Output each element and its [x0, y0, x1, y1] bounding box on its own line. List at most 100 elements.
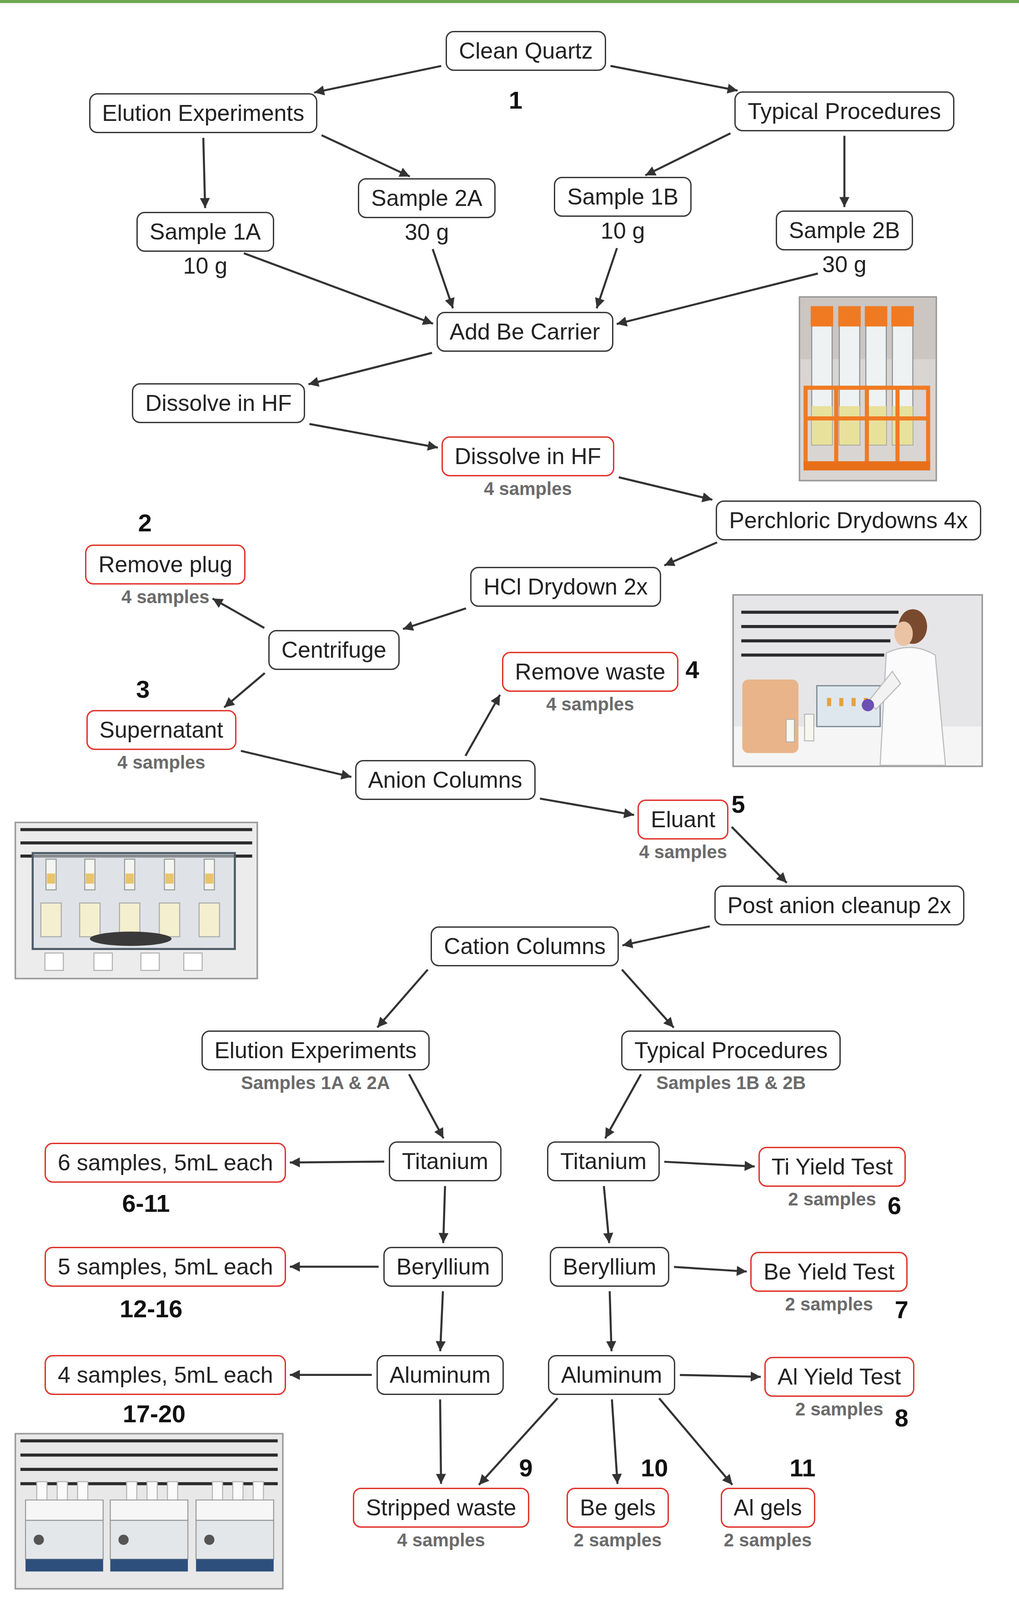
flow-arrow: [377, 969, 428, 1028]
flow-arrow: [673, 1267, 747, 1272]
hot-plate-top: [25, 1500, 274, 1521]
flow-arrow: [440, 1291, 443, 1352]
callout-number: 4: [685, 656, 699, 684]
box-label: Be gels: [579, 1494, 656, 1522]
callout-number: 6: [887, 1192, 902, 1220]
box-label: Post anion cleanup 2x: [727, 892, 952, 920]
bottles: [786, 714, 814, 743]
box-label: Titanium: [401, 1148, 489, 1176]
sample-box: Ti Yield Test2 samples: [758, 1147, 907, 1188]
box-label: Titanium: [560, 1148, 647, 1176]
flow-arrow: [645, 133, 731, 176]
box-note: 2 samples: [573, 1530, 662, 1552]
box-label: Dissolve in HF: [145, 389, 292, 417]
box-label: Beryllium: [396, 1253, 491, 1281]
sample-box: Al Yield Test2 samples: [764, 1357, 914, 1398]
flow-arrow: [664, 1162, 755, 1167]
tube-rack-photo: [799, 296, 937, 481]
flow-arrow: [622, 926, 710, 946]
box-note: 10 g: [600, 218, 645, 244]
tube-cap: [810, 306, 914, 327]
vials: [45, 953, 203, 971]
box-note: Samples 1A & 2A: [240, 1072, 391, 1094]
flow-arrow: [679, 1375, 761, 1378]
acrylic-rack: [32, 853, 236, 950]
sample-box: Be Yield Test2 samples: [750, 1252, 908, 1293]
process-box: Sample 2A30 g: [357, 178, 496, 219]
box-note: 30 g: [404, 219, 449, 246]
sample-box: Eluant4 samples: [637, 799, 729, 840]
box-label: Be Yield Test: [763, 1258, 895, 1286]
box-label: Sample 1A: [149, 218, 262, 246]
box-label: 6 samples, 5mL each: [57, 1149, 273, 1177]
flow-arrow: [610, 65, 738, 91]
rack-frame: [805, 387, 929, 465]
box-note: 4 samples: [638, 841, 727, 863]
sample-box: Remove waste4 samples: [501, 652, 679, 693]
box-note: 4 samples: [117, 752, 206, 774]
flow-arrow: [539, 798, 634, 816]
flow-arrow: [224, 673, 265, 708]
flow-arrow: [409, 1074, 444, 1139]
box-label: Typical Procedures: [634, 1037, 828, 1065]
flow-arrow: [440, 1400, 442, 1485]
process-box: Post anion cleanup 2x: [714, 885, 965, 926]
photo-frame: [15, 822, 258, 979]
box-note: Samples 1B & 2B: [656, 1072, 806, 1094]
box-label: Eluant: [650, 806, 716, 834]
callout-number: 8: [894, 1404, 909, 1432]
callout-number: 11: [789, 1454, 816, 1482]
sample-box: Dissolve in HF4 samples: [441, 436, 615, 477]
process-box: Aluminum: [376, 1355, 504, 1396]
process-box: Add Be Carrier: [436, 311, 614, 352]
rack-base: [90, 932, 172, 947]
callout-number: 3: [135, 675, 150, 703]
box-label: Al Yield Test: [777, 1363, 901, 1391]
callout-number: 6-11: [122, 1189, 171, 1218]
resin: [46, 873, 214, 884]
box-label: Sample 2B: [788, 216, 901, 245]
box-note: 2 samples: [795, 1399, 884, 1421]
flow-arrow: [478, 1398, 558, 1486]
process-box: Cation Columns: [430, 926, 619, 967]
process-box: Perchloric Drydowns 4x: [715, 500, 981, 541]
process-box: Titanium: [547, 1141, 660, 1182]
callout-number: 5: [731, 790, 745, 819]
box-label: Stripped waste: [366, 1494, 517, 1522]
callout-number: 2: [138, 509, 152, 537]
flow-arrow: [659, 1398, 733, 1486]
top-bar: [0, 0, 1019, 4]
box-label: Elution Experiments: [102, 99, 305, 127]
process-box: Aluminum: [547, 1355, 676, 1396]
box-note: 2 samples: [788, 1189, 876, 1210]
box-label: Remove waste: [515, 658, 666, 686]
flow-arrow: [321, 135, 410, 177]
photo-frame: [799, 296, 937, 481]
flow-arrow: [622, 969, 674, 1029]
box-label: Aluminum: [561, 1361, 663, 1390]
box-note: 4 samples: [483, 478, 572, 500]
column-rack-photo: [15, 822, 258, 979]
fume-hood-photo: [732, 595, 983, 767]
box-label: Cation Columns: [443, 933, 606, 961]
flow-arrow: [731, 827, 787, 884]
box-label: Supernatant: [99, 716, 224, 744]
process-box: Sample 2B30 g: [775, 210, 914, 251]
sample-box: Remove plug4 samples: [85, 544, 246, 585]
photo-frame: [15, 1434, 283, 1590]
box-label: Dissolve in HF: [454, 442, 602, 471]
face: [894, 621, 913, 647]
photo-frame: [732, 595, 983, 767]
flow-arrow: [443, 1186, 446, 1244]
callout-number: 12-16: [119, 1295, 183, 1323]
box-label: HCl Drydown 2x: [483, 573, 648, 601]
box-label: Clean Quartz: [458, 37, 593, 65]
box-label: Sample 2A: [371, 184, 483, 212]
process-box: Elution Experiments: [89, 93, 318, 134]
box-label: Ti Yield Test: [771, 1153, 894, 1181]
process-box: Sample 1A10 g: [136, 211, 275, 252]
sample-box: 5 samples, 5mL each: [44, 1247, 287, 1288]
acrylic-box: [816, 686, 880, 728]
box-note: 4 samples: [396, 1530, 485, 1552]
box-note: 4 samples: [121, 586, 210, 608]
